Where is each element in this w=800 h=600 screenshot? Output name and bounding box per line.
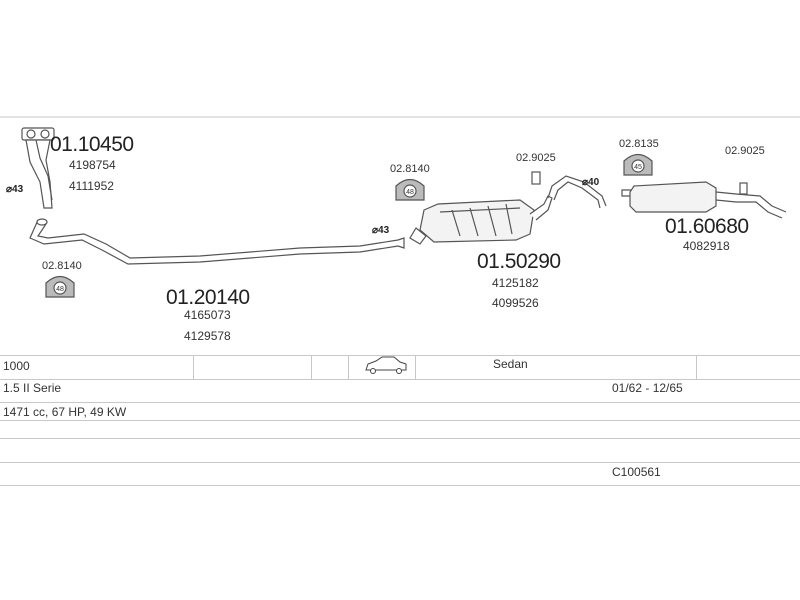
body-type-cell: Sedan — [493, 357, 528, 371]
center-silencer-drawing — [409, 195, 553, 245]
rear-silencer-part-number: 01.60680 — [665, 215, 749, 238]
series-cell: 1.5 II Serie — [3, 381, 62, 395]
table-rule — [0, 355, 800, 356]
diameter-label-2: ⌀43 — [372, 225, 390, 236]
diameter-label-1: ⌀43 — [6, 184, 24, 195]
middle-pipe-drawing — [29, 218, 405, 265]
mount-code-1: 02.8140 — [42, 260, 82, 272]
middle-pipe-ref-1: 4165073 — [184, 308, 231, 322]
middle-pipe-part-number: 01.20140 — [166, 286, 250, 309]
sedan-car-icon — [365, 356, 407, 374]
mount-drawing-2: 48 — [395, 178, 425, 201]
connecting-pipe-drawing — [531, 171, 607, 209]
front-pipe-part-number: 01.10450 — [50, 133, 134, 156]
table-divider — [311, 355, 312, 379]
table-divider — [696, 355, 697, 379]
catalog-code-cell: C100561 — [612, 465, 661, 479]
front-pipe-ref-2: 4111952 — [69, 179, 114, 193]
table-rule — [0, 462, 800, 463]
mount-drawing-3: 45 — [623, 153, 653, 176]
diameter-label-3: ⌀40 — [582, 177, 600, 188]
table-divider — [193, 355, 194, 379]
mount-code-3: 02.8135 — [619, 138, 659, 150]
mount-size-1: 48 — [56, 286, 64, 293]
rear-silencer-drawing — [621, 181, 787, 219]
center-silencer-ref-1: 4125182 — [492, 276, 539, 290]
years-cell: 01/62 - 12/65 — [612, 381, 683, 395]
clamp-code-1: 02.9025 — [516, 152, 556, 164]
model-cell: 1000 — [3, 359, 30, 373]
middle-pipe-ref-2: 4129578 — [184, 329, 231, 343]
rear-silencer-ref-1: 4082918 — [683, 239, 730, 253]
table-rule — [0, 379, 800, 380]
mount-size-2: 48 — [406, 189, 414, 196]
table-divider — [348, 355, 349, 379]
table-rule — [0, 438, 800, 439]
mount-drawing-1: 48 — [45, 275, 75, 298]
clamp-code-2: 02.9025 — [725, 145, 765, 157]
mount-size-3: 45 — [634, 164, 642, 171]
front-pipe-ref-1: 4198754 — [69, 158, 116, 172]
center-silencer-ref-2: 4099526 — [492, 296, 539, 310]
table-divider — [415, 355, 416, 379]
table-rule — [0, 402, 800, 403]
mount-code-2: 02.8140 — [390, 163, 430, 175]
table-rule — [0, 420, 800, 421]
center-silencer-part-number: 01.50290 — [477, 250, 561, 273]
table-rule — [0, 485, 800, 486]
front-pipe-drawing — [21, 127, 55, 209]
engine-cell: 1471 cc, 67 HP, 49 KW — [3, 405, 127, 419]
